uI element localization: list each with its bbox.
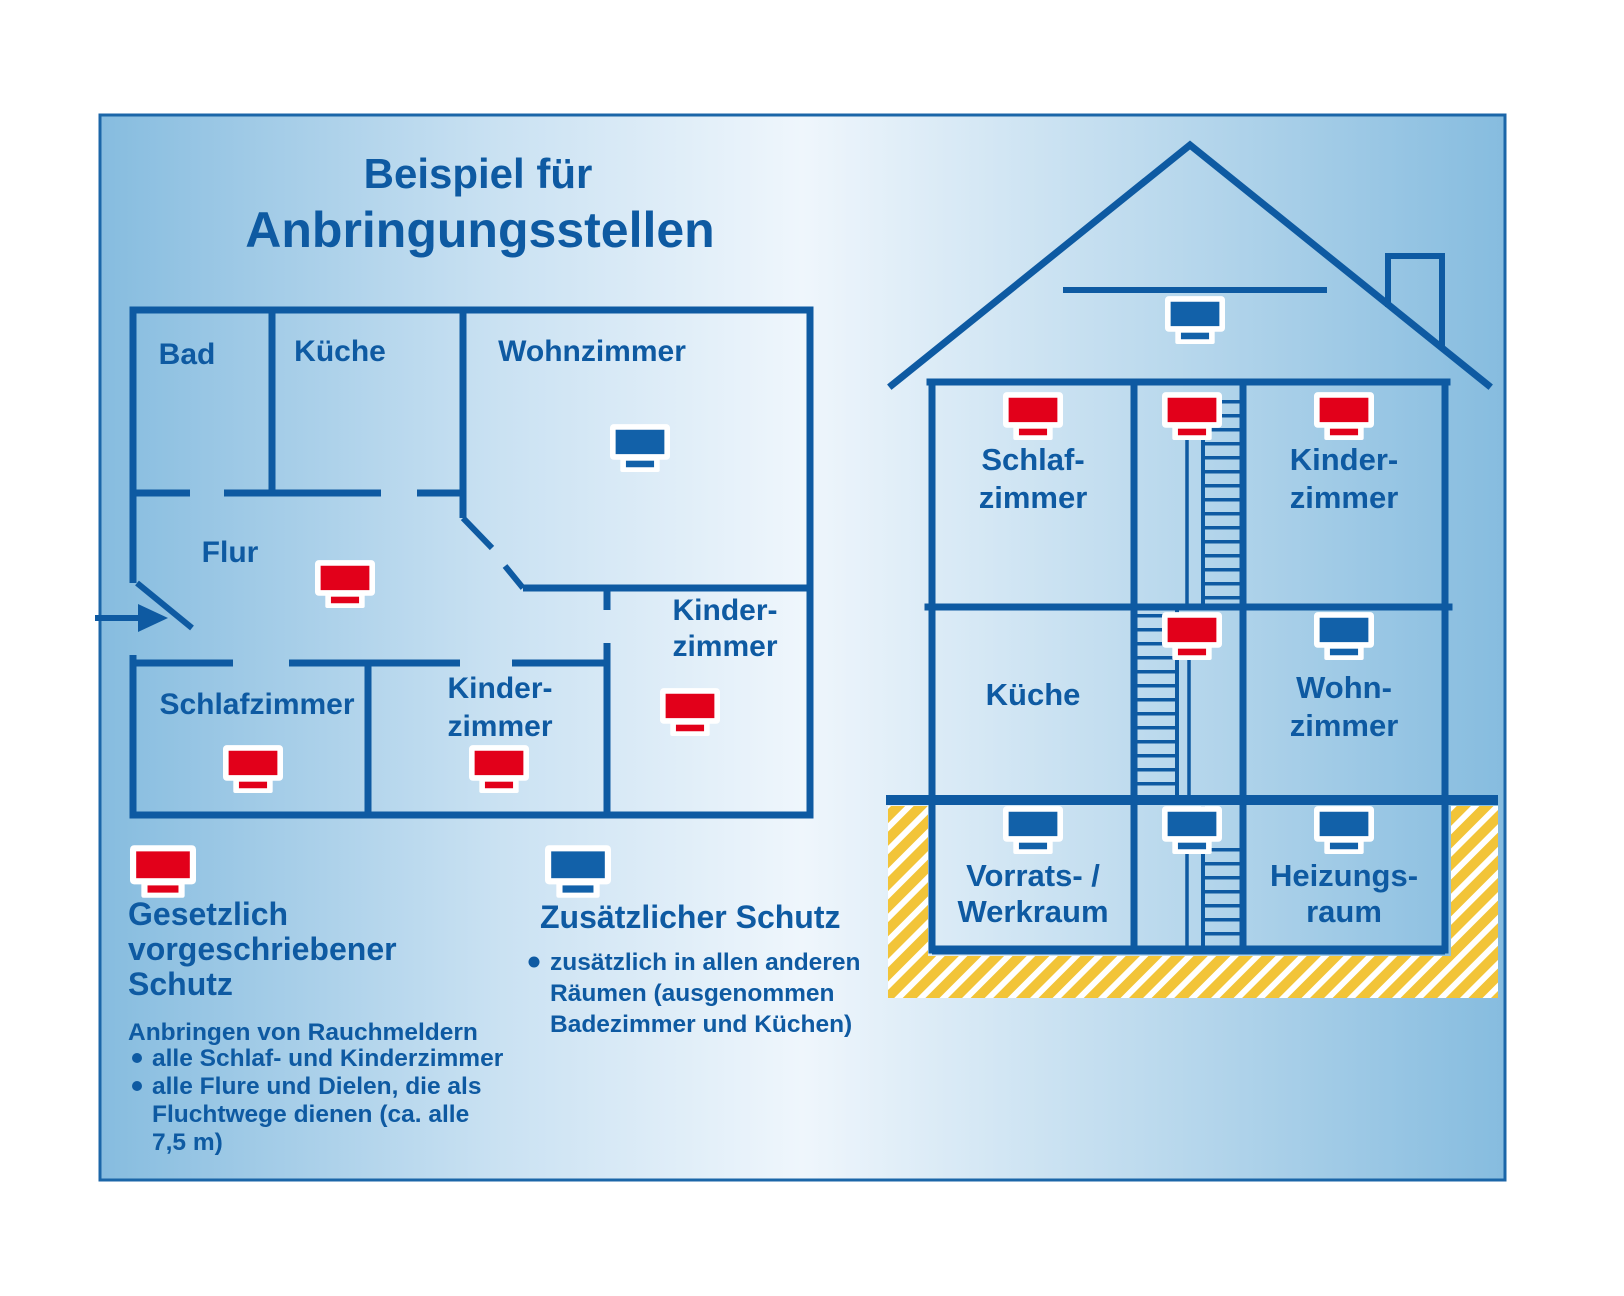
bullet-dot: [132, 1053, 142, 1063]
room-label-kinderzimmer-mitte-line2: zimmer: [447, 710, 552, 743]
bullet-dot: [132, 1081, 142, 1091]
legend-zusaetzlich: Zusätzlicher Schutz zusätzlich in allen …: [528, 845, 860, 1038]
title-line1: Beispiel für: [364, 150, 593, 197]
legend-blue-heading: Zusätzlicher Schutz: [540, 899, 841, 935]
room-label-kinderzimmer-mitte-line1: Kinder-: [448, 672, 553, 705]
room-label-schlafzimmer: Schlafzimmer: [159, 688, 354, 721]
floor-plan-outer-walls: [129, 306, 814, 819]
legend-red-bullet2-line2: Fluchtwege dienen (ca. alle: [152, 1101, 469, 1128]
room-label-flur: Flur: [202, 536, 259, 569]
room-label-bad: Bad: [159, 338, 216, 371]
chimney: [1385, 253, 1445, 350]
legend-red-subheading: Anbringen von Rauchmeldern: [128, 1019, 478, 1046]
legend-blue-bullet1-line2: Räumen (ausgenommen: [550, 980, 835, 1007]
legend-red-heading-line3: Schutz: [128, 966, 233, 1002]
legend-red-bullet2-line1: alle Flure und Dielen, die als: [152, 1073, 481, 1100]
house-label-kueche: Küche: [986, 677, 1081, 712]
ground-hatch: [888, 806, 1498, 998]
legend-red-heading-line1: Gesetzlich: [128, 896, 288, 932]
room-label-kueche: Küche: [294, 335, 386, 368]
house-label-schlafzimmer-line2: zimmer: [979, 480, 1088, 515]
house-label-schlafzimmer-line1: Schlaf-: [981, 442, 1084, 477]
house-label-heizungsraum-line2: raum: [1306, 894, 1382, 929]
legend-red-bullet2-line3: 7,5 m): [152, 1129, 223, 1156]
title-line2: Anbringungsstellen: [245, 202, 714, 258]
legend-gesetzlich: Gesetzlich vorgeschriebener Schutz Anbri…: [128, 845, 504, 1156]
legend-blue-bullet1-line3: Badezimmer und Küchen): [550, 1011, 852, 1038]
house-label-heizungsraum-line1: Heizungs-: [1270, 858, 1418, 893]
legend-red-bullet1: alle Schlaf- und Kinderzimmer: [152, 1045, 504, 1072]
door-swing-lines: [135, 515, 526, 631]
entrance-arrow-icon: [95, 604, 168, 632]
house-label-kinderzimmer-line1: Kinder-: [1290, 442, 1399, 477]
legend-blue-bullet1-line1: zusätzlich in allen anderen: [550, 949, 860, 976]
legend-red-heading-line2: vorgeschriebener: [128, 931, 397, 967]
floor-plan-interior-walls: [133, 310, 810, 815]
room-label-kinderzimmer-rechts-line2: zimmer: [672, 630, 777, 663]
house-label-wohnzimmer-line2: zimmer: [1290, 708, 1399, 743]
house-label-wohnzimmer-line1: Wohn-: [1296, 670, 1392, 705]
title: Beispiel für Anbringungsstellen: [245, 150, 714, 258]
house-label-vorratsraum-line1: Vorrats- /: [966, 858, 1100, 893]
house-label-vorratsraum-line2: Werkraum: [957, 894, 1108, 929]
house-walls: [924, 378, 1453, 954]
house-cross-section: Schlaf- zimmer Kinder- zimmer Küche Wohn…: [886, 140, 1498, 998]
room-label-wohnzimmer: Wohnzimmer: [498, 335, 686, 368]
bullet-dot: [528, 956, 540, 968]
room-label-kinderzimmer-rechts-line1: Kinder-: [673, 594, 778, 627]
house-label-kinderzimmer-line2: zimmer: [1290, 480, 1399, 515]
floor-plan: Bad Küche Wohnzimmer Flur Schlafzimmer K…: [95, 306, 814, 819]
